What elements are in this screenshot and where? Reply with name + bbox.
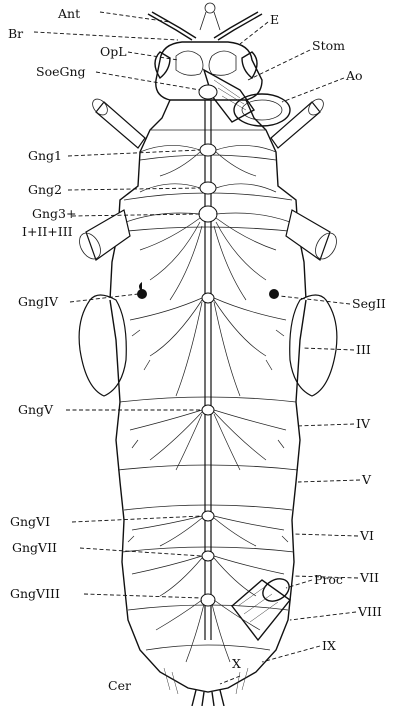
brain-left-lobe (176, 51, 203, 75)
label-ant: Ant (57, 6, 80, 21)
label-opl: OpL (100, 44, 127, 59)
ganglion-v (202, 405, 214, 415)
head (148, 3, 290, 126)
stomodaeum (204, 70, 290, 126)
label-seg-ii: SegII (352, 296, 386, 311)
abdomen (110, 300, 306, 706)
label-iv: IV (356, 416, 371, 431)
label-gng-viii: GngVIII (10, 586, 60, 601)
subesophageal-ganglion (199, 85, 217, 99)
label-gng-vi: GngVI (10, 514, 50, 529)
label-gng1: Gng1 (28, 148, 62, 163)
peripheral-nerves (126, 145, 290, 662)
left-foreleg-stump (96, 102, 145, 148)
right-midleg-stump (286, 210, 330, 260)
label-v: V (361, 472, 372, 487)
label-ix: IX (322, 638, 336, 653)
label-iii: III (356, 342, 371, 357)
left-midleg-stump (86, 210, 130, 260)
ganglion-1 (200, 144, 216, 156)
median-ocellus (205, 3, 215, 13)
ganglion-3-fused (199, 206, 217, 222)
label-gng2: Gng2 (28, 182, 62, 197)
ganglion-vii (202, 551, 214, 561)
label-gng-iv: GngIV (18, 294, 59, 309)
segment-boundary-ix (146, 645, 270, 650)
right-foreleg-stump (271, 102, 320, 148)
ganglion-iv (202, 293, 214, 303)
brain-right-lobe (209, 51, 236, 75)
label-viii: VIII (357, 604, 382, 619)
segment-boundary-vi (124, 505, 292, 510)
label-ao: Ao (345, 68, 363, 83)
left-compound-eye (155, 52, 170, 78)
label-vii: VII (359, 570, 379, 585)
right-spiracle (269, 289, 279, 299)
label-vi: VI (359, 528, 374, 543)
label-gng3: Gng3+ (32, 206, 76, 221)
thorax (75, 96, 341, 396)
label-stom: Stom (312, 38, 345, 53)
ventral-nerve-cord (199, 100, 217, 640)
segment-boundary-v (118, 465, 298, 470)
label-cer: Cer (108, 678, 131, 693)
label-br: Br (8, 26, 23, 41)
label-gng-v: GngV (18, 402, 54, 417)
label-soegng: SoeGng (36, 64, 86, 79)
label-gng-vii: GngVII (12, 540, 57, 555)
segment-boundary-iv (120, 397, 296, 402)
ganglion-vi (202, 511, 214, 521)
ganglion-viii (201, 594, 215, 606)
ganglion-2 (200, 182, 216, 194)
label-e: E (270, 12, 279, 27)
label-proc: Proc (314, 572, 343, 587)
label-gng3-sub: I+II+III (22, 224, 73, 239)
label-x: X (232, 656, 241, 671)
